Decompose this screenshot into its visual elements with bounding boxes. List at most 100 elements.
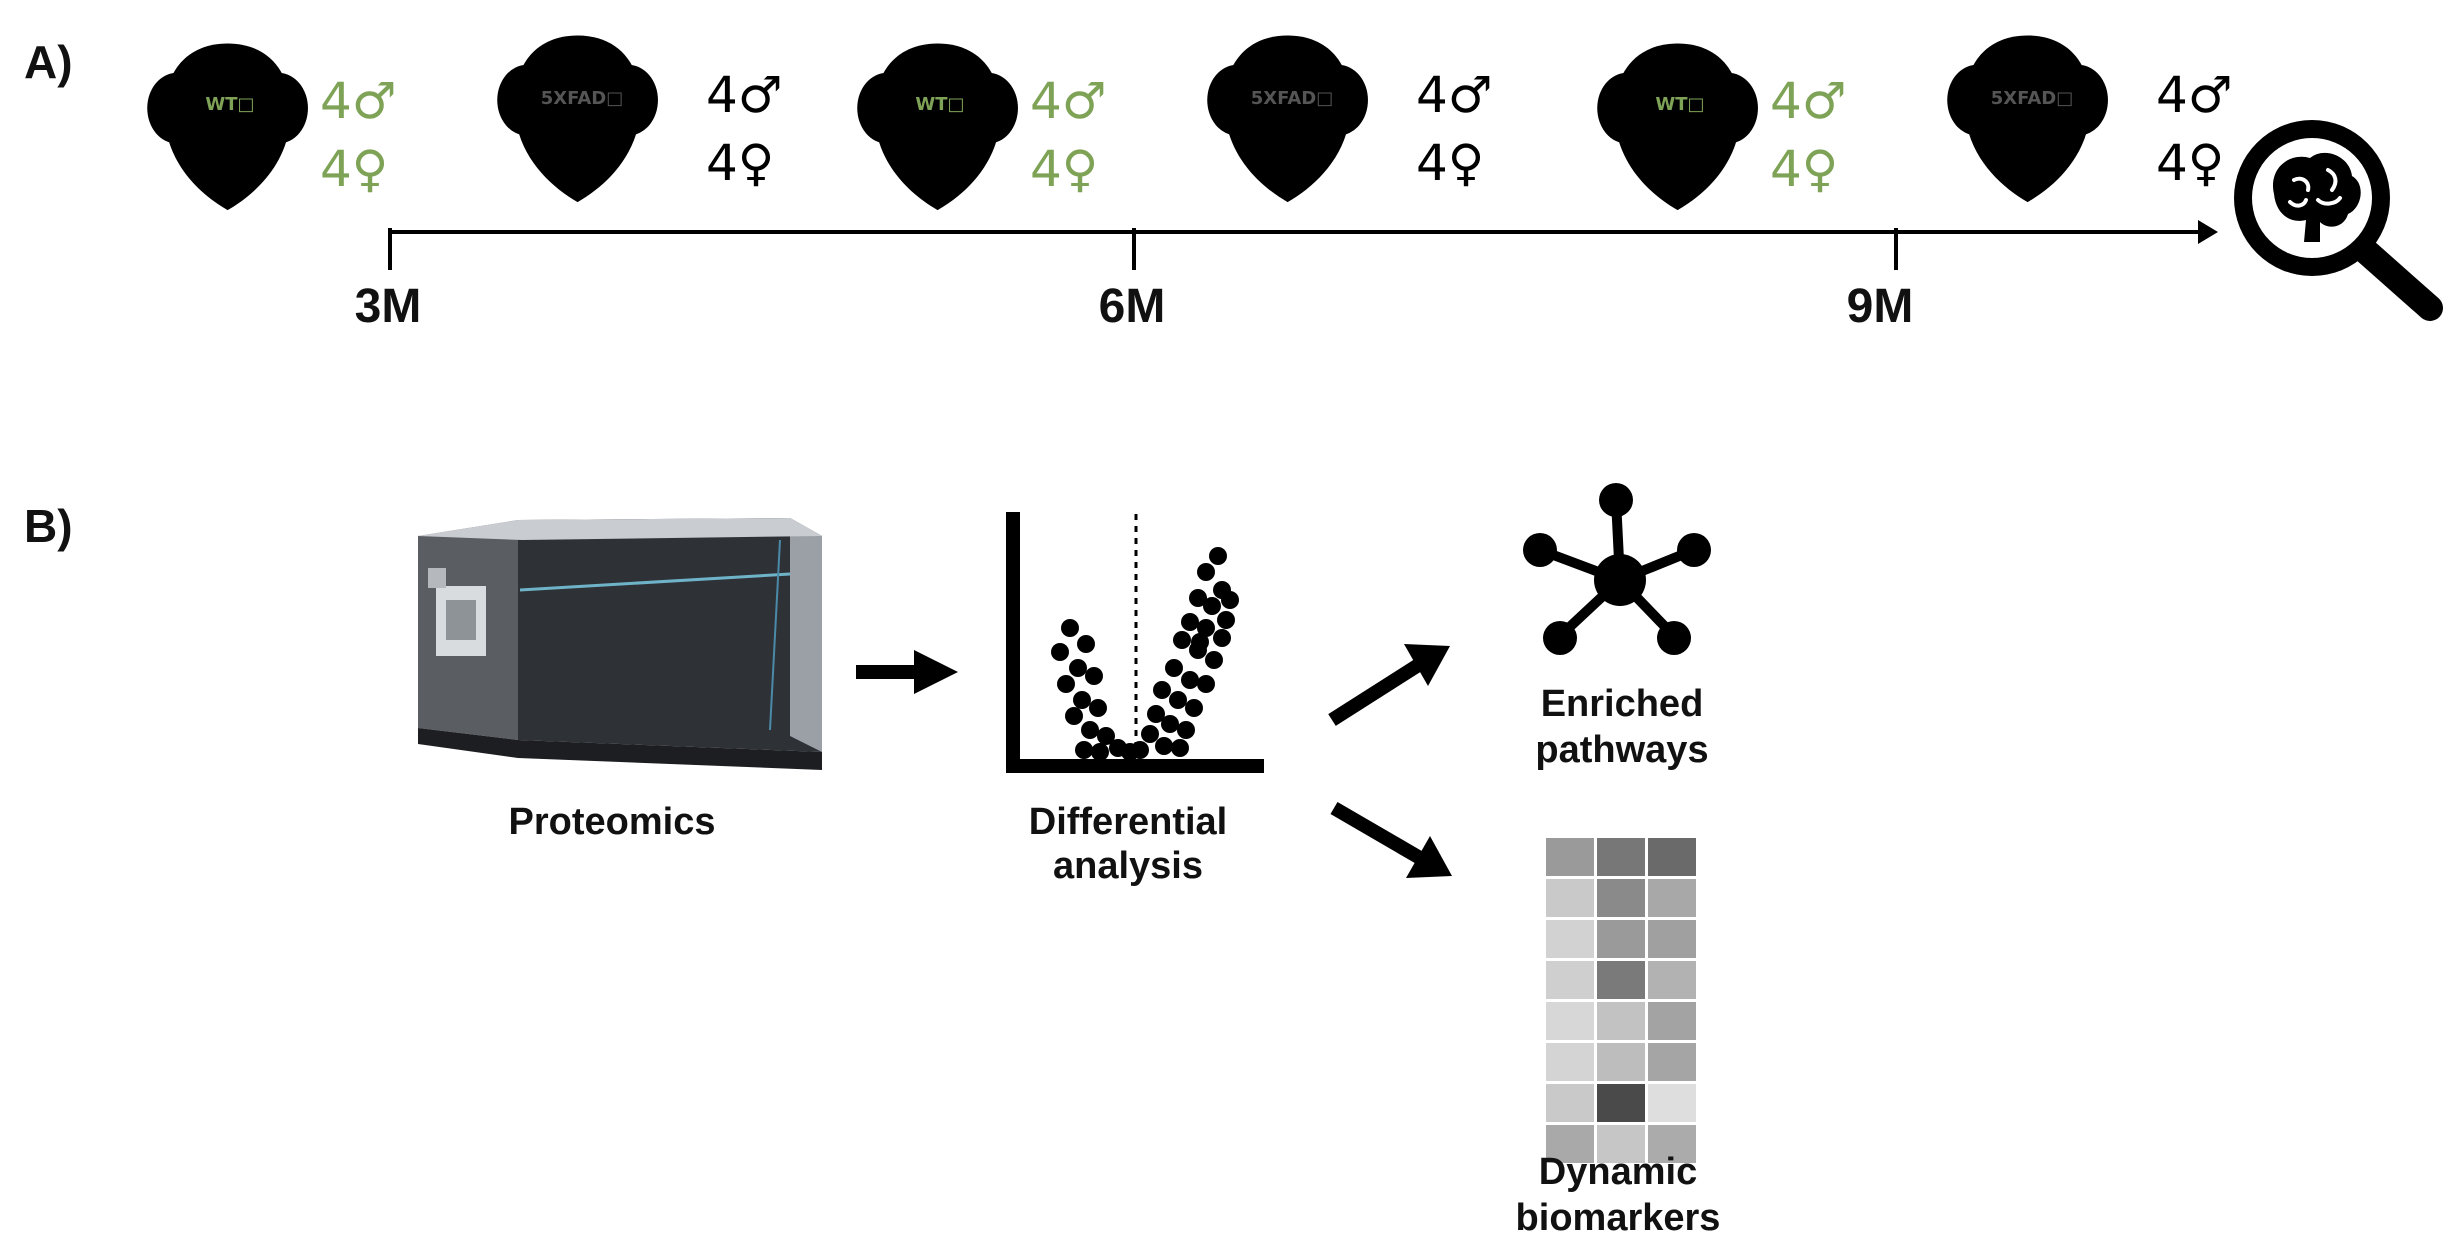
heatmap-cell — [1546, 1084, 1594, 1122]
fad-mouse-icon: .m7l3vlq .tail{stroke:#333333;}.m7l3vlq … — [468, 13, 658, 220]
volcano-dot — [1191, 633, 1209, 651]
volcano-dot — [1205, 651, 1223, 669]
step-label-biomarkers: Dynamic — [1539, 1151, 1697, 1193]
volcano-dot — [1077, 635, 1095, 653]
volcano-dot — [1197, 619, 1215, 637]
timepoint-group: .mcyyv77 .tail{stroke:#7ea356;}.mcyyv77 … — [118, 13, 783, 228]
volcano-dot — [1081, 721, 1099, 739]
wt-genotype-tag: WT□ — [915, 94, 964, 115]
flow-arrow — [1330, 801, 1452, 878]
mass-spectrometer-icon — [418, 518, 822, 770]
volcano-dot — [1091, 743, 1109, 761]
volcano-dot — [1121, 743, 1139, 761]
volcano-dot — [1197, 563, 1215, 581]
flow-arrow — [856, 650, 958, 694]
volcano-dot — [1173, 631, 1191, 649]
volcano-dot — [1169, 691, 1187, 709]
volcano-dot — [1181, 671, 1199, 689]
volcano-dot — [1181, 613, 1199, 631]
fad-genotype-tag: 5XFAD□ — [541, 88, 624, 109]
wt-female-count: 4♀ — [1770, 140, 1838, 198]
fad-male-count: 4♂ — [706, 66, 783, 124]
fad-female-count: 4♀ — [706, 134, 774, 192]
heatmap-cell — [1648, 920, 1696, 958]
volcano-dot — [1209, 547, 1227, 565]
heatmap-cell — [1546, 1002, 1594, 1040]
volcano-dot — [1155, 737, 1173, 755]
timepoint-label: 9M — [1847, 280, 1914, 333]
heatmap-cell — [1648, 1043, 1696, 1081]
heatmap-cell — [1597, 1084, 1645, 1122]
volcano-dot — [1165, 659, 1183, 677]
timepoint-label: 3M — [355, 280, 422, 333]
volcano-dot — [1213, 629, 1231, 647]
volcano-dot — [1217, 611, 1235, 629]
wt-male-count: 4♂ — [1030, 72, 1107, 130]
heatmap-cell — [1648, 879, 1696, 917]
heatmap-cell — [1597, 961, 1645, 999]
volcano-dot — [1073, 691, 1091, 709]
wt-female-count: 4♀ — [1030, 140, 1098, 198]
volcano-dot — [1097, 727, 1115, 745]
heatmap-cell — [1597, 1043, 1645, 1081]
heatmap-cell — [1597, 1125, 1645, 1163]
heatmap-cell — [1546, 920, 1594, 958]
timepoint-group: .mszif5v .tail{stroke:#7ea356;}.mszif5v … — [1568, 13, 2233, 228]
volcano-dot — [1051, 643, 1069, 661]
step-label-pathways: pathways — [1535, 729, 1708, 771]
step-label-differential: analysis — [1053, 845, 1203, 887]
fad-mouse-icon: .m169srw .tail{stroke:#333333;}.m169srw … — [1918, 13, 2108, 220]
wt-genotype-tag: WT□ — [1655, 94, 1704, 115]
step-label-proteomics: Proteomics — [509, 801, 716, 843]
volcano-dot — [1075, 741, 1093, 759]
heatmap-cell — [1597, 1002, 1645, 1040]
volcano-dot — [1061, 619, 1079, 637]
fad-male-count: 4♂ — [1416, 66, 1493, 124]
wt-mouse-icon: .mszif5v .tail{stroke:#7ea356;}.mszif5v … — [1568, 21, 1758, 228]
volcano-dot — [1197, 675, 1215, 693]
wt-male-count: 4♂ — [320, 72, 397, 130]
volcano-dot — [1069, 659, 1087, 677]
wt-female-count: 4♀ — [320, 140, 388, 198]
heatmap-cell — [1648, 838, 1696, 876]
step-label-pathways: Enriched — [1541, 683, 1704, 725]
flow-arrow — [1328, 644, 1450, 726]
volcano-dot — [1141, 725, 1159, 743]
heatmap-cell — [1546, 1043, 1594, 1081]
heatmap-cell — [1648, 1084, 1696, 1122]
volcano-dot — [1161, 715, 1179, 733]
network-icon — [1523, 483, 1711, 655]
volcano-dot — [1057, 675, 1075, 693]
heatmap-cell — [1648, 961, 1696, 999]
fad-male-count: 4♂ — [2156, 66, 2233, 124]
volcano-dot — [1189, 589, 1207, 607]
panel-a-label: A) — [24, 36, 73, 88]
volcano-dot — [1177, 721, 1195, 739]
heatmap-cell — [1597, 879, 1645, 917]
timepoint-group: .msvuxiq .tail{stroke:#7ea356;}.msvuxiq … — [828, 13, 1493, 228]
wt-mouse-icon: .mcyyv77 .tail{stroke:#7ea356;}.mcyyv77 … — [118, 21, 308, 228]
volcano-dot — [1085, 667, 1103, 685]
fad-female-count: 4♀ — [1416, 134, 1484, 192]
volcano-dot — [1185, 699, 1203, 717]
volcano-plot-icon — [1006, 512, 1264, 773]
step-label-differential: Differential — [1029, 801, 1227, 843]
heatmap-cell — [1597, 920, 1645, 958]
heatmap-cell — [1546, 1125, 1594, 1163]
fad-genotype-tag: 5XFAD□ — [1251, 88, 1334, 109]
heatmap-icon — [1546, 838, 1696, 1163]
volcano-dot — [1153, 681, 1171, 699]
heatmap-cell — [1546, 838, 1594, 876]
heatmap-cell — [1546, 879, 1594, 917]
heatmap-cell — [1546, 961, 1594, 999]
volcano-dot — [1147, 705, 1165, 723]
fad-genotype-tag: 5XFAD□ — [1991, 88, 2074, 109]
heatmap-cell — [1597, 838, 1645, 876]
mouse-groups: .mcyyv77 .tail{stroke:#7ea356;}.mcyyv77 … — [118, 13, 2233, 228]
wt-male-count: 4♂ — [1770, 72, 1847, 130]
volcano-dot — [1065, 707, 1083, 725]
volcano-dot — [1221, 591, 1239, 609]
timepoint-label: 6M — [1099, 280, 1166, 333]
heatmap-cell — [1648, 1125, 1696, 1163]
